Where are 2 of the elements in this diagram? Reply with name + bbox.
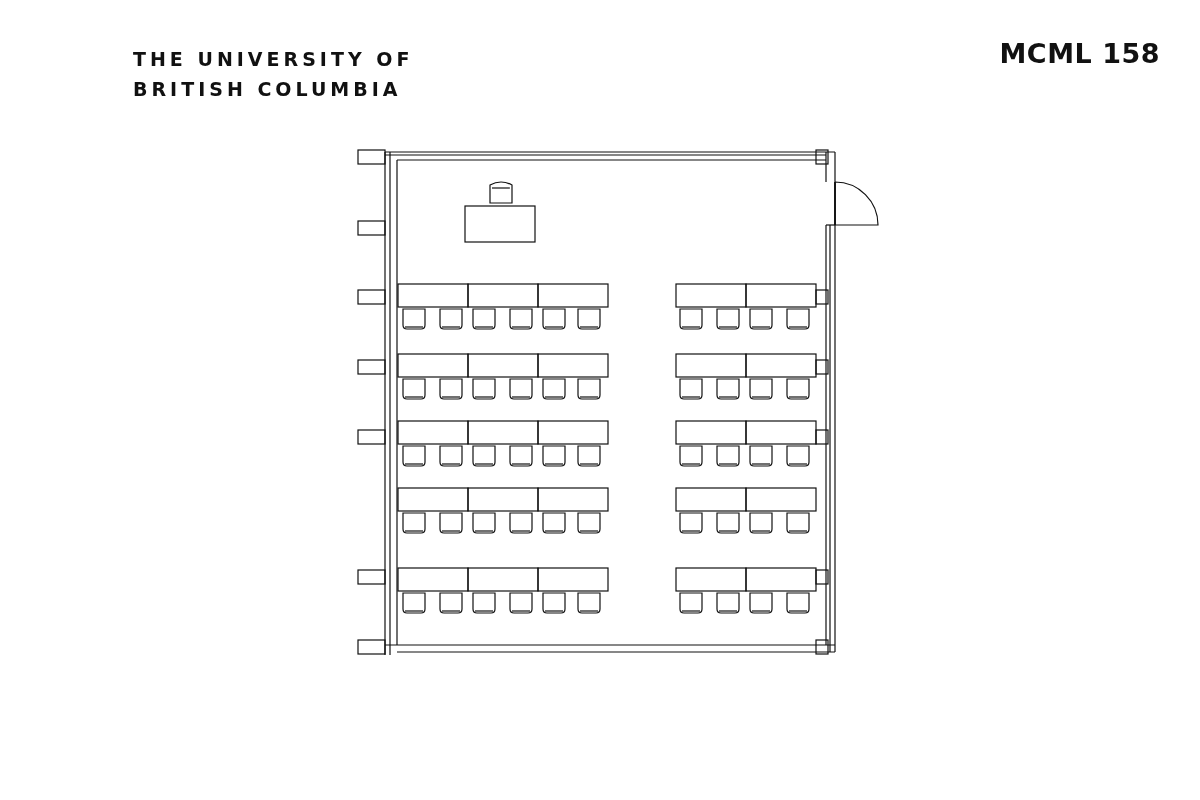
university-name: THE UNIVERSITY OF BRITISH COLUMBIA [133, 47, 415, 102]
room-title: MCML 158 [999, 38, 1160, 69]
